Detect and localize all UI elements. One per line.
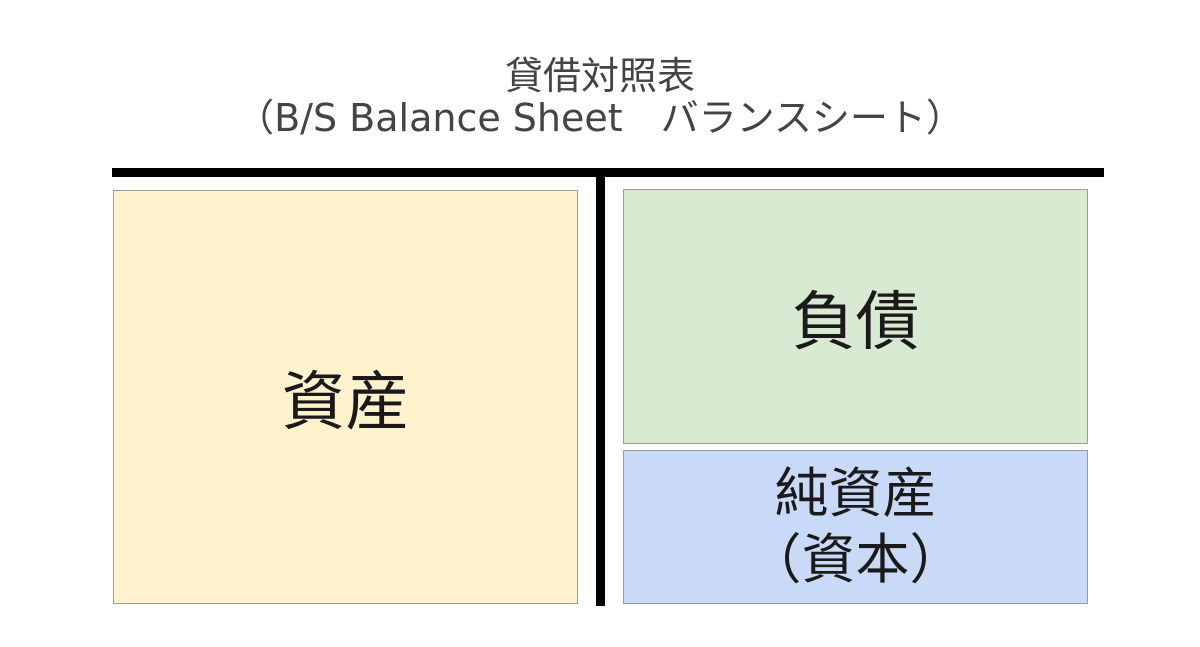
equity-box: 純資産 （資本） [623, 450, 1088, 604]
liabilities-box: 負債 [623, 189, 1088, 444]
assets-box: 資産 [113, 190, 578, 604]
horizontal-divider [112, 168, 1104, 177]
assets-label: 資産 [281, 366, 410, 440]
equity-sublabel: （資本） [747, 528, 964, 591]
liabilities-label: 負債 [791, 285, 920, 360]
diagram-title: 貸借対照表 [504, 54, 695, 98]
vertical-divider [596, 176, 605, 606]
diagram-subtitle: （B/S Balance Sheet バランスシート） [236, 96, 964, 140]
equity-label: 純資産 [774, 462, 937, 525]
